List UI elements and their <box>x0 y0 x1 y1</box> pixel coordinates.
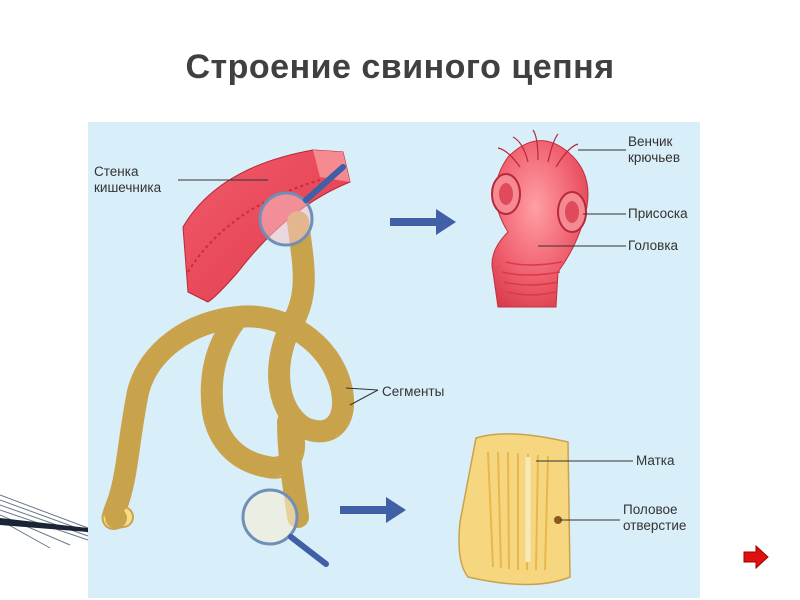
magnifier-icon <box>241 488 329 567</box>
leader-lines <box>178 149 633 521</box>
label-segments: Сегменты <box>382 384 445 399</box>
tapeworm-illustration <box>101 129 633 586</box>
proglottid <box>458 433 571 586</box>
diagram-panel: Стенка кишечника Венчик крючьев Присоска… <box>88 122 700 598</box>
hook-crown <box>497 129 579 168</box>
label-uterus: Матка <box>636 453 675 468</box>
label-hook-crown: Венчик крючьев <box>628 134 680 165</box>
right-arrow-icon <box>340 497 406 523</box>
magnifier-icon <box>258 164 346 247</box>
right-arrow-icon <box>390 209 456 235</box>
label-intestine-wall: Стенка кишечника <box>94 164 162 195</box>
label-genital-opening: Половое отверстие <box>623 502 687 533</box>
label-head: Головка <box>628 238 679 253</box>
next-slide-button[interactable] <box>742 544 770 570</box>
next-arrow-icon <box>743 544 769 570</box>
label-sucker: Присоска <box>628 206 688 221</box>
scolex <box>491 129 589 308</box>
page-title: Строение свиного цепня <box>185 48 615 86</box>
